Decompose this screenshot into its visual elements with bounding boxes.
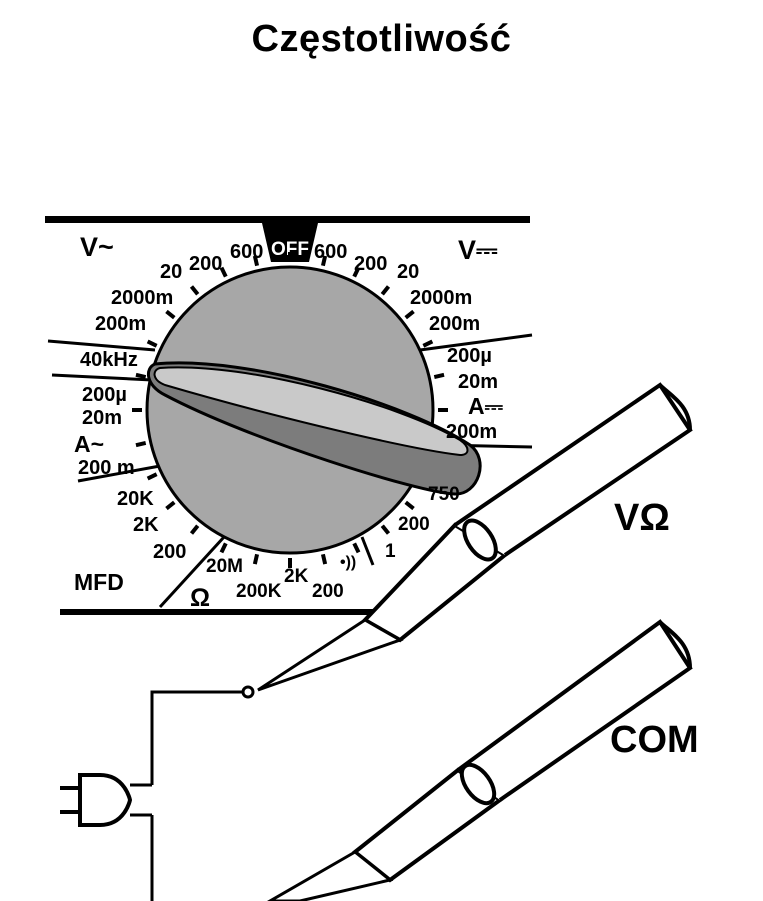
v-ohm-label: VΩ	[614, 497, 670, 539]
dial-tick	[320, 553, 328, 565]
vdc-range-200-lower: 200	[398, 514, 430, 535]
com-probe-cable	[456, 619, 693, 802]
wire-top	[150, 690, 246, 785]
dial-tick	[189, 285, 200, 296]
mfd-mode-label: MFD	[74, 569, 124, 595]
com-probe-tip	[266, 850, 394, 901]
dial-tick	[146, 339, 158, 348]
mfd-range-2k: 2K	[133, 514, 159, 536]
dial-tick	[433, 372, 445, 380]
panel-bottom-border	[60, 609, 410, 615]
divider-left-3	[77, 464, 161, 483]
dial-tick	[380, 524, 391, 535]
vac-range-20: 20	[160, 261, 182, 283]
test-point	[241, 685, 255, 699]
aac-mode-label: A~	[74, 431, 104, 457]
panel-top-border	[45, 216, 530, 223]
dial-tick	[189, 524, 200, 535]
com-probe-guard	[459, 762, 497, 806]
vdc-range-200: 200	[354, 253, 387, 275]
aac-range-20m: 20m	[82, 407, 122, 429]
v-ohm-probe-guard	[462, 518, 498, 562]
page-title: Częstotliwość	[251, 18, 512, 60]
vdc-range-600: 600	[314, 241, 347, 263]
dial-tick	[422, 339, 434, 348]
dial-tick	[165, 500, 176, 511]
dial-tick	[135, 440, 147, 448]
divider-left-1	[47, 339, 156, 352]
vdc-range-20: 20	[397, 261, 419, 283]
ohm-range-2k: 2K	[284, 566, 309, 587]
dial-tick	[320, 255, 328, 267]
ohm-mode-label: Ω	[190, 584, 210, 612]
divider-bottom-2	[360, 536, 375, 566]
vac-range-200: 200	[189, 253, 222, 275]
vac-range-2000m: 2000m	[111, 287, 173, 309]
dial-tick	[252, 255, 260, 267]
dial-tick	[219, 266, 228, 278]
range-dividers	[47, 333, 533, 609]
vac-mode-label: V~	[80, 232, 114, 262]
off-label: OFF	[271, 239, 309, 260]
v-ohm-probe	[257, 382, 693, 692]
dial-tick	[165, 309, 176, 320]
dial-tick	[146, 472, 158, 481]
continuity-icon: •))	[340, 554, 356, 571]
ohm-range-200: 200	[312, 581, 344, 602]
dial-tick	[252, 553, 260, 565]
ohm-range-20m: 20M	[206, 556, 243, 577]
adc-range-200u: 200µ	[447, 345, 492, 367]
vdc-range-200m: 200m	[429, 313, 480, 335]
com-label: COM	[610, 719, 699, 761]
aac-range-200u: 200µ	[82, 384, 127, 406]
mfd-range-20k: 20K	[117, 488, 154, 510]
mfd-range-200: 200	[153, 541, 186, 563]
com-probe	[266, 619, 693, 901]
off-notch	[262, 223, 318, 262]
dial-tick	[219, 542, 228, 554]
vac-range-200m: 200m	[95, 313, 146, 335]
circuit-wire	[130, 690, 246, 901]
vdc-mode-label: V⎓	[458, 235, 498, 265]
aac-range-200m: 200 m	[78, 457, 135, 479]
adc-range-20m: 20m	[458, 371, 498, 393]
dial-tick	[352, 266, 361, 278]
hz-range-40khz: 40kHz	[80, 349, 138, 371]
vdc-range-1: 1	[385, 541, 396, 562]
ohm-range-200k: 200K	[236, 581, 282, 602]
v-ohm-probe-cable	[453, 382, 693, 557]
dial-tick	[404, 500, 415, 511]
dial-tick	[352, 542, 361, 554]
adc-range-200m: 200m	[446, 421, 497, 443]
dial-tick	[135, 372, 147, 380]
vac-range-600: 600	[230, 241, 263, 263]
divider-right-1	[419, 333, 533, 352]
vac-range-750: 750	[428, 484, 460, 505]
dial-tick	[380, 285, 391, 296]
v-ohm-probe-tip	[257, 618, 404, 692]
divider-bottom-1	[158, 535, 226, 609]
dial-pointer[interactable]	[146, 361, 482, 496]
dial-tick	[404, 309, 415, 320]
vdc-range-2000m: 2000m	[410, 287, 472, 309]
plug-icon	[60, 773, 133, 827]
adc-mode-label: A⎓	[468, 393, 504, 419]
divider-left-2	[51, 373, 153, 382]
